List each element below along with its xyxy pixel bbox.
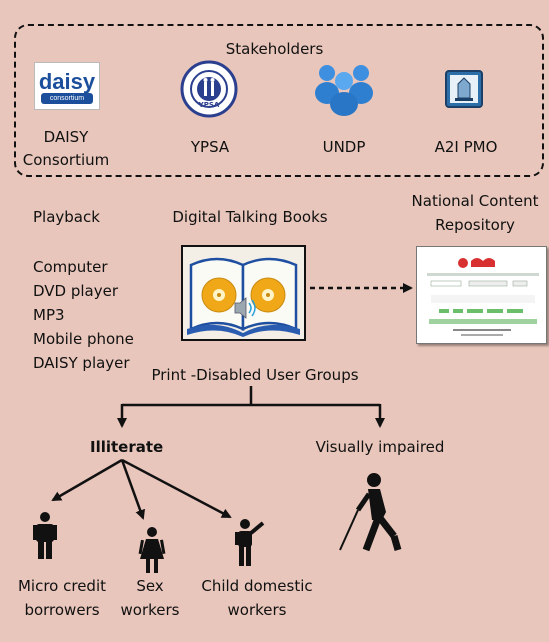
to-micro-credit-arrow	[51, 458, 123, 502]
playback-device: DVD player	[33, 282, 119, 300]
stakeholders-title: Stakeholders	[225, 40, 324, 58]
undp-label: UNDP	[322, 138, 366, 156]
child-domestic-label-line1: Child domestic	[201, 577, 313, 595]
woman-figure-icon	[138, 527, 166, 573]
sex-workers-label-line1: Sex	[136, 577, 164, 595]
illiterate-label: Illiterate	[90, 438, 164, 456]
monument-icon	[445, 70, 483, 108]
user-groups-title: Print -Disabled User Groups	[151, 366, 359, 384]
daisy-consortium-logo: daisy consortium	[34, 62, 100, 110]
visually-impaired-label: Visually impaired	[315, 438, 445, 456]
daisy-label-line2: Consortium	[22, 151, 110, 169]
blind-person-cane-icon	[339, 473, 402, 552]
to-child-domestic-arrow	[121, 458, 232, 519]
daisy-logo-subtext: consortium	[41, 93, 93, 104]
repository-website-screenshot	[416, 246, 547, 344]
open-book-cd-icon	[187, 257, 300, 337]
stakeholders-box	[14, 24, 544, 177]
ypsa-seal-icon	[180, 60, 238, 118]
daisy-logo-text: daisy	[38, 69, 96, 94]
playback-heading: Playback	[33, 208, 100, 226]
dtb-title: Digital Talking Books	[172, 208, 328, 226]
micro-credit-label-line1: Micro credit	[17, 577, 107, 595]
sex-workers-label-line2: workers	[120, 601, 180, 619]
repository-title-line1: National Content	[411, 192, 539, 210]
undp-logo	[313, 60, 375, 116]
daisy-label-line1: DAISY	[43, 128, 89, 146]
to-sex-workers-arrow	[120, 459, 145, 520]
playback-device: MP3	[33, 306, 65, 324]
a2i-pmo-label: A2I PMO	[434, 138, 498, 156]
man-figure-icon	[33, 512, 57, 559]
repository-title-line2: Repository	[435, 216, 515, 234]
ypsa-label: YPSA	[190, 138, 230, 156]
playback-device: Computer	[33, 258, 108, 276]
micro-credit-label-line2: borrowers	[24, 601, 100, 619]
child-domestic-label-line2: workers	[227, 601, 287, 619]
website-thumbnail-icon	[427, 258, 539, 336]
ypsa-logo-text: YPSA	[198, 101, 220, 109]
people-group-icon	[315, 65, 373, 116]
playback-device: Mobile phone	[33, 330, 134, 348]
digital-talking-book-image	[181, 245, 306, 341]
child-figure-icon	[235, 519, 265, 566]
ypsa-logo: YPSA	[180, 60, 238, 118]
a2i-pmo-logo	[445, 70, 483, 108]
playback-device: DAISY player	[33, 354, 130, 372]
